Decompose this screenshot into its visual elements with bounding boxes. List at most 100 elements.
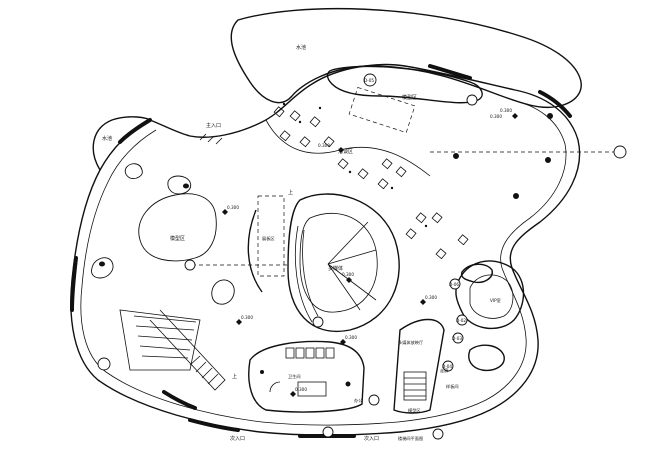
pond-label-top: 水池 xyxy=(296,44,306,51)
pod-dot xyxy=(99,261,105,267)
vip-inner xyxy=(469,274,514,319)
exhibition-zone xyxy=(138,193,217,262)
grid-bubble xyxy=(432,428,444,440)
marker-d04-label: D-04 xyxy=(442,364,452,369)
grid-bubble xyxy=(368,394,380,406)
marker-d05 xyxy=(363,73,377,87)
restroom-stalls xyxy=(285,347,335,397)
marker-d02 xyxy=(456,314,468,326)
av-hall xyxy=(393,318,445,414)
projection-lines xyxy=(327,221,377,311)
corridor-label: 走廊 xyxy=(440,367,448,374)
display-panel-zone xyxy=(257,195,285,277)
elevation-marker: 0.300 xyxy=(420,295,437,305)
pod xyxy=(91,257,114,279)
multimedia-inner xyxy=(299,213,378,313)
bottom-sign: 楼梯间平面图 xyxy=(398,435,423,442)
office-label: 办公 xyxy=(354,397,363,404)
elevation-marker: 0.300 xyxy=(340,335,357,345)
av-stair xyxy=(403,371,427,401)
vip-label: VIP室 xyxy=(490,297,501,303)
elevation-marker: 0.300 xyxy=(222,205,239,215)
dining-label: 洽谈区 xyxy=(338,148,353,155)
facade-segment xyxy=(428,64,472,80)
marker-d05-label: D-05 xyxy=(364,78,374,83)
gallery-label: 模型区 xyxy=(402,94,417,101)
lounge-tables xyxy=(273,106,469,260)
side-entrance-label-2: 次入口 xyxy=(364,435,379,442)
stair-up-label: 上 xyxy=(232,373,237,380)
main-entrance-label: 主入口 xyxy=(206,122,221,129)
multimedia-seating xyxy=(294,225,313,323)
stair-ramp xyxy=(149,309,226,391)
grid-bubble xyxy=(312,316,324,328)
facade-segment xyxy=(162,390,197,410)
top-right-label: 0.300 xyxy=(490,114,502,119)
svg-text:0.300: 0.300 xyxy=(345,335,357,340)
elevation-marker: 0.300 xyxy=(342,272,354,283)
pod xyxy=(167,175,192,195)
gallery-dashed xyxy=(348,86,416,134)
top-right-room-label: 样板间 xyxy=(446,383,459,390)
marker-d03 xyxy=(452,332,464,344)
restroom-block xyxy=(248,340,365,413)
elevation-marker: 0.300 xyxy=(318,143,344,153)
facade-segment xyxy=(70,256,78,312)
gallery-room xyxy=(326,65,483,104)
av-hall-label: 多媒体放映厅 xyxy=(398,339,423,346)
column-dot xyxy=(547,113,553,119)
side-entrance-label-1: 次入口 xyxy=(230,435,245,442)
svg-text:0.300: 0.300 xyxy=(425,295,437,300)
entrance-door xyxy=(199,133,223,145)
multimedia-seating xyxy=(302,229,319,317)
multimedia-label: 多媒体 xyxy=(328,265,343,272)
viewing-label: 展板区 xyxy=(262,235,275,242)
mini-hall-label: 模型区 xyxy=(408,407,421,414)
pod xyxy=(124,163,143,179)
svg-text:0.300: 0.300 xyxy=(241,315,253,320)
grid-bubble xyxy=(322,426,334,438)
vip-room xyxy=(455,260,525,330)
svg-text:0.300: 0.300 xyxy=(295,387,307,392)
column-dot xyxy=(513,193,519,199)
door-arc xyxy=(269,381,281,393)
building-inner-wall xyxy=(80,99,567,426)
small-room-right xyxy=(460,263,493,284)
stair-left xyxy=(119,309,201,371)
pond-outline xyxy=(230,7,582,108)
elevation-marker: 0.300 xyxy=(500,108,518,119)
column-bubble xyxy=(97,357,111,371)
restroom-label: 卫生间 xyxy=(288,373,301,380)
pond-left-outline xyxy=(92,116,151,171)
marker-d06 xyxy=(449,278,461,290)
multimedia-hall xyxy=(287,193,400,333)
facade-segment xyxy=(118,118,152,144)
marker-d02-label: D-02 xyxy=(456,318,466,323)
facade-segment xyxy=(188,418,240,432)
grid-bubble xyxy=(466,94,478,106)
pond-label-left: 水池 xyxy=(102,135,112,142)
small-room-right xyxy=(468,344,505,372)
column-dot xyxy=(260,370,264,374)
marker-d06-label: D-06 xyxy=(449,282,459,287)
column-dot xyxy=(453,153,459,159)
pod xyxy=(211,279,235,305)
stair-treads xyxy=(133,315,197,359)
elevation-marker: 0.300 xyxy=(290,387,307,397)
pod-dot xyxy=(183,183,189,189)
grid-bubble xyxy=(613,145,627,159)
grid-bubble xyxy=(184,259,196,271)
curved-display-wall xyxy=(247,209,263,293)
svg-text:0.300: 0.300 xyxy=(342,272,354,277)
ramp-treads xyxy=(189,355,219,385)
exhibition-label: 模型区 xyxy=(170,235,185,242)
lounge-dots xyxy=(282,102,428,228)
elevation-marker: 0.300 xyxy=(236,315,253,325)
gallery-wall-curve xyxy=(265,119,431,177)
upper-up-label: 上 xyxy=(288,189,293,196)
marker-d03-label: D-03 xyxy=(452,336,462,341)
column-dot xyxy=(545,157,551,163)
svg-text:0.300: 0.300 xyxy=(500,108,512,113)
marker-d04 xyxy=(442,360,454,372)
